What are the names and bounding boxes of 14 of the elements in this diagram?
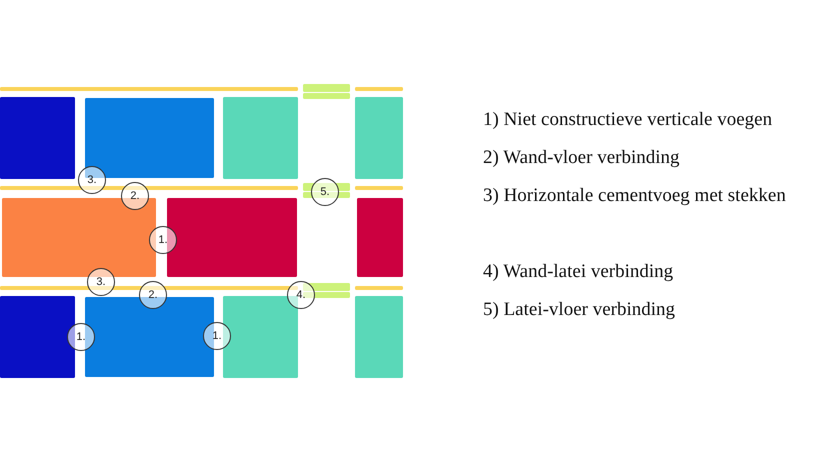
callout-number: 4. (287, 281, 315, 309)
callout-number: 1. (67, 323, 95, 351)
legend-item: 3) Horizontale cementvoeg met stekken (483, 184, 787, 208)
callout-number: 5. (311, 178, 339, 206)
legend-item: 2) Wand-vloer verbinding (483, 146, 681, 170)
legend-item: 5) Latei-vloer verbinding (483, 298, 676, 322)
legend-item: 4) Wand-latei verbinding (483, 260, 674, 284)
legend-item: 1) Niet constructieve verticale voegen (483, 108, 774, 132)
callout-number: 3. (87, 268, 115, 296)
callout-number: 1. (203, 322, 231, 350)
callout-number: 2. (139, 281, 167, 309)
callout-number: 3. (78, 166, 106, 194)
callout-number: 2. (121, 182, 149, 210)
callout-number: 1. (149, 226, 177, 254)
